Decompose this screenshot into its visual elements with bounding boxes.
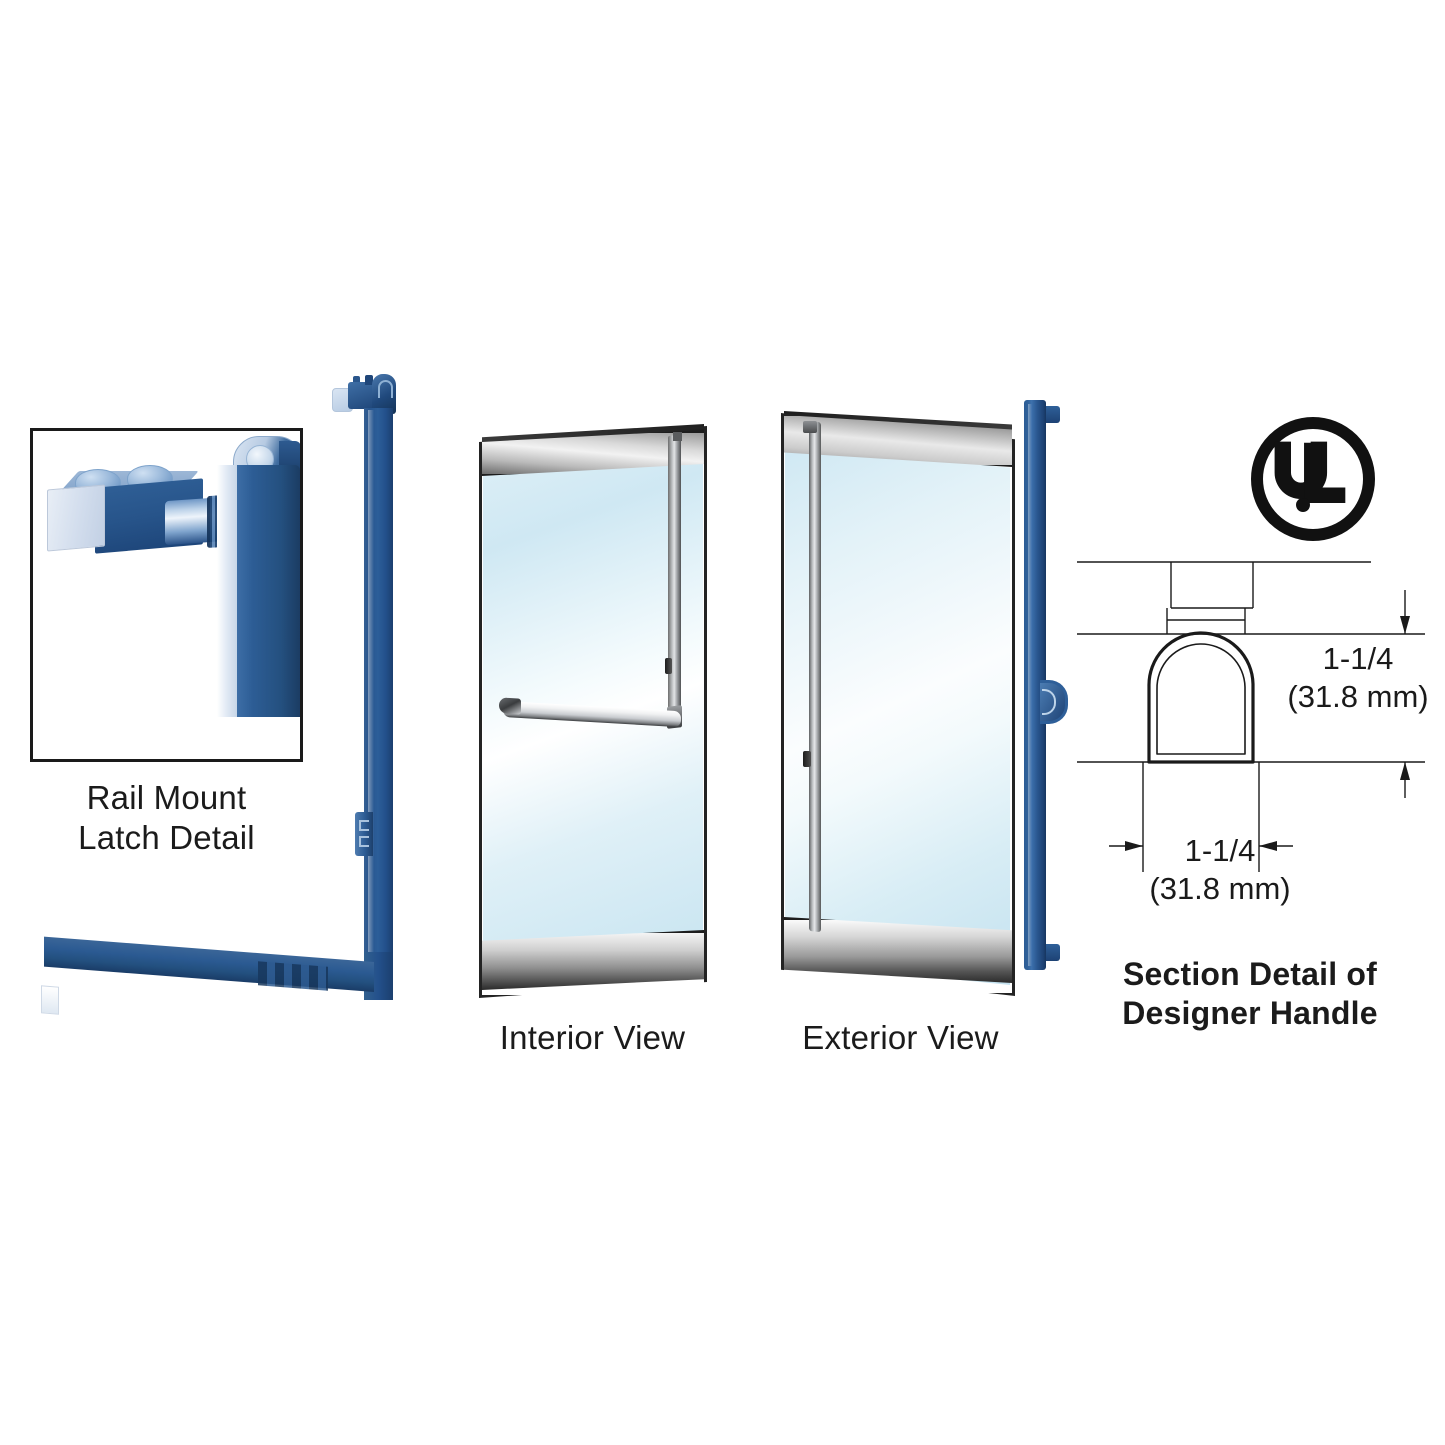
handle-section-inner xyxy=(1156,643,1246,755)
exterior-handle-top-fitting xyxy=(803,421,817,433)
rod-top-blue-block xyxy=(348,382,375,409)
dim-arrow-v-upper xyxy=(1400,616,1410,634)
interior-view-caption: Interior View xyxy=(499,1019,686,1056)
exterior-view-door xyxy=(777,405,1020,1005)
rod-top-latch-hook xyxy=(372,374,396,414)
vertical-rod xyxy=(364,408,393,1000)
designer-handle-bottom-standoff xyxy=(1046,944,1060,961)
latch-mechanism-illustration xyxy=(47,465,239,554)
interior-vertical-rod-top-fitting xyxy=(673,432,682,441)
dim-arrow-h-left xyxy=(1125,841,1143,851)
exterior-door-glass xyxy=(785,445,1010,985)
latch-housing-face xyxy=(47,484,105,552)
dimension-width-imperial: 1-1/4 xyxy=(1184,833,1256,868)
vertical-rod-highlight xyxy=(368,410,374,996)
dimension-width-metric: (31.8 mm) xyxy=(1149,871,1291,906)
section-caption-line-1: Section Detail of xyxy=(1122,956,1378,992)
push-rail-end-cap xyxy=(41,985,59,1015)
interior-view-door xyxy=(475,418,710,1008)
latch-caption-line-2: Latch Detail xyxy=(78,819,255,856)
dimension-label-handle-depth: 1-1/4(31.8 mm) xyxy=(1268,640,1445,716)
latch-caption-line-1: Rail Mount xyxy=(86,779,247,816)
handle-section-outer xyxy=(1147,631,1255,764)
designer-handle-highlight xyxy=(1028,404,1032,966)
dimension-depth-imperial: 1-1/4 xyxy=(1322,641,1394,676)
push-rail-grip-band xyxy=(258,961,328,991)
designer-handle-d-section-marker xyxy=(1040,680,1068,724)
designer-handle-body xyxy=(1024,400,1046,970)
rod-top-tab-2 xyxy=(365,375,373,385)
exterior-cylinder xyxy=(803,751,811,767)
dim-arrow-h-right xyxy=(1259,841,1277,851)
latch-rod-highlight xyxy=(217,465,237,717)
exterior-door-outline xyxy=(781,413,1015,996)
designer-handle-top-standoff xyxy=(1046,406,1060,423)
rail-mount-latch-detail-box xyxy=(30,428,303,762)
rod-top-tab-1 xyxy=(353,376,360,385)
exterior-view-caption: Exterior View xyxy=(802,1019,999,1056)
latch-rod-body xyxy=(237,465,300,717)
dimension-label-handle-width: 1-1/4(31.8 mm) xyxy=(1120,832,1320,908)
rod-mid-keeper-bracket xyxy=(355,812,373,856)
designer-handle-section-drawing xyxy=(1075,550,1425,930)
ul-listed-mark xyxy=(1247,413,1379,545)
dimension-depth-metric: (31.8 mm) xyxy=(1287,679,1429,714)
section-caption-line-2: Designer Handle xyxy=(1122,995,1378,1031)
dim-arrow-v-lower xyxy=(1400,762,1410,780)
interior-door-outline xyxy=(479,426,707,998)
interior-cylinder xyxy=(665,658,672,674)
